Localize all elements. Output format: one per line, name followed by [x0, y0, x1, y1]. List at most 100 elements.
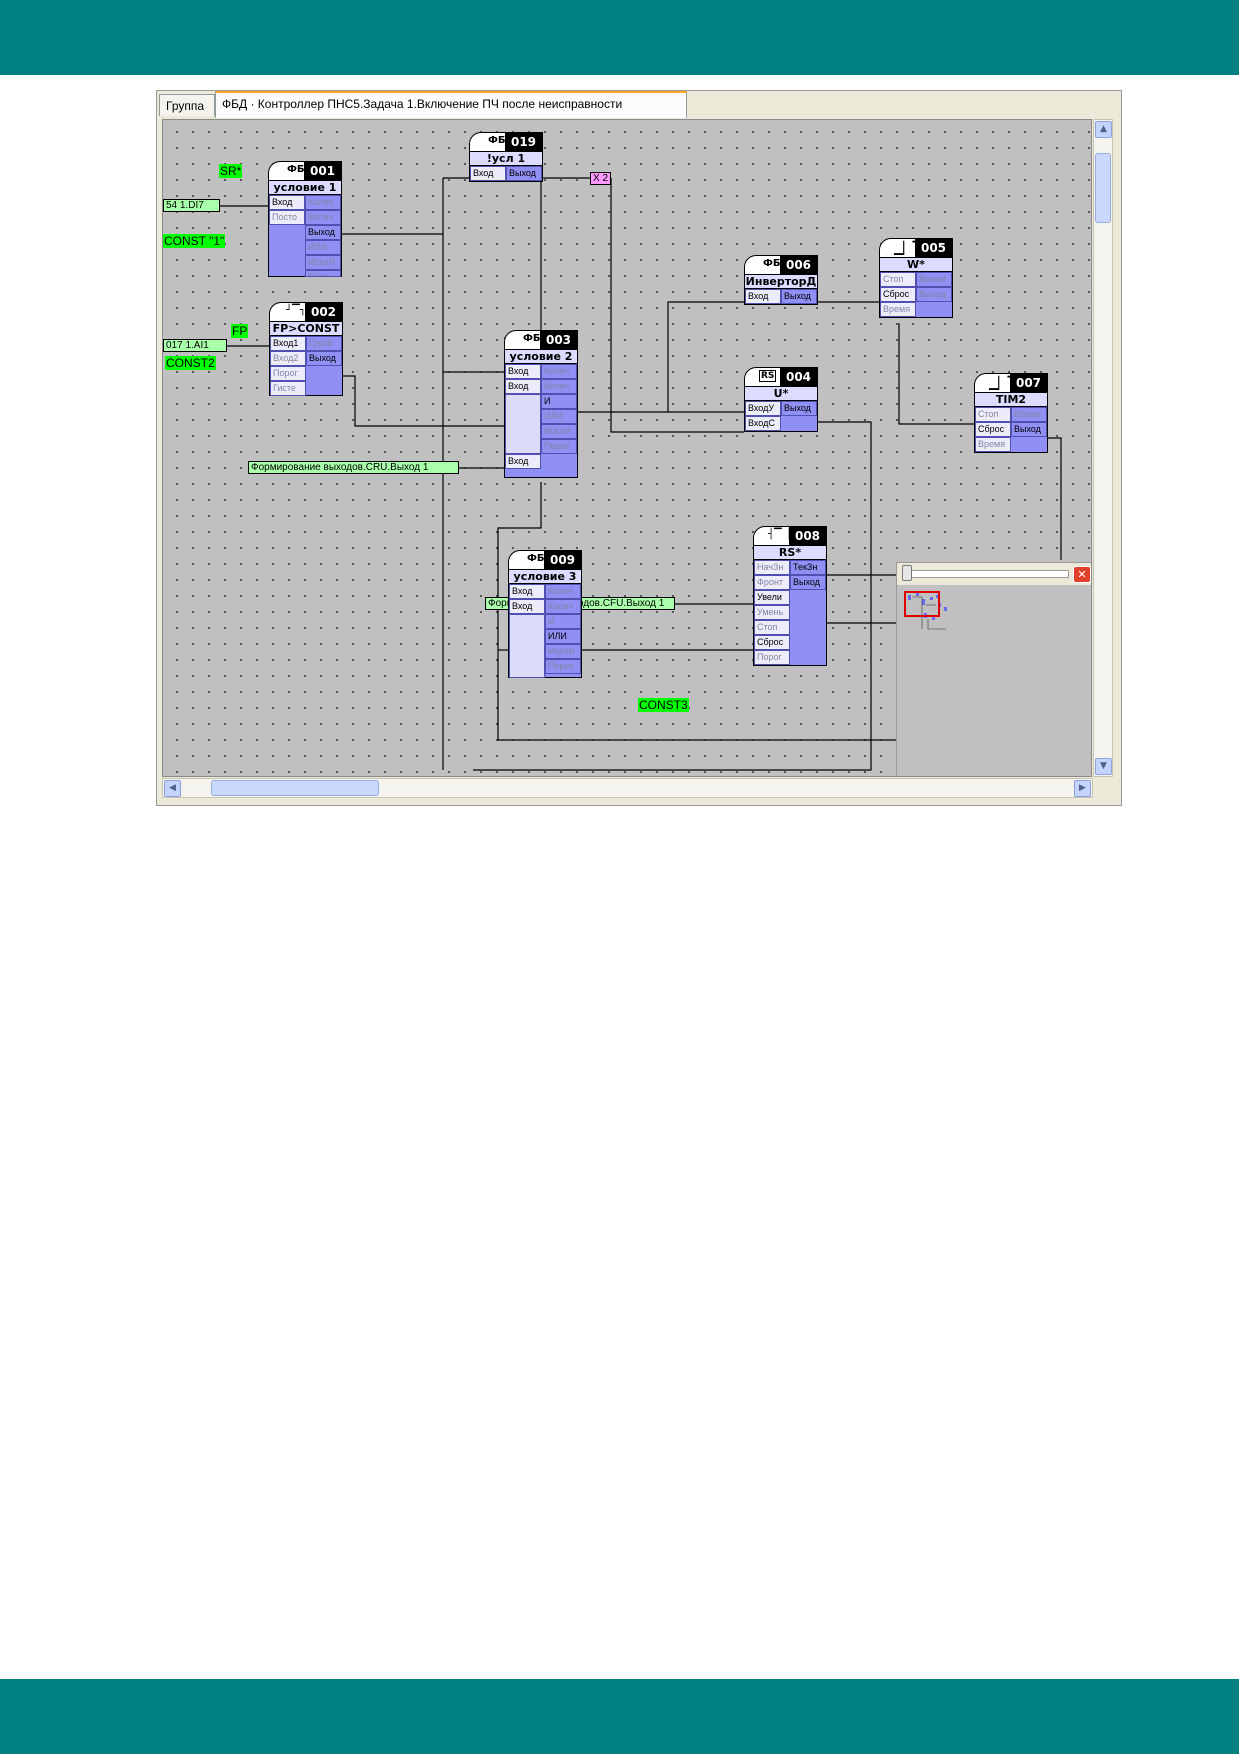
- pin-output[interactable]: Выход: [790, 575, 826, 590]
- tab-group[interactable]: Группа: [159, 94, 215, 116]
- pin-output[interactable]: Колич: [305, 195, 341, 210]
- pin-input[interactable]: Стоп: [975, 407, 1011, 422]
- port-cru-output[interactable]: Формирование выходов.CRU.Выход 1: [248, 461, 459, 474]
- pin-input[interactable]: ВходС: [745, 416, 781, 431]
- block-007[interactable]: ▁▏▔▏007 TIM2 Стоп Сброс Время Время Выхо…: [974, 373, 1048, 455]
- scroll-right-icon[interactable]: ▶: [1074, 780, 1091, 797]
- block-number: 005: [915, 239, 952, 258]
- block-name: условие 3: [508, 569, 582, 584]
- pin-input[interactable]: Сброс: [754, 635, 790, 650]
- scroll-up-icon[interactable]: ▲: [1095, 121, 1112, 138]
- horizontal-scroll-thumb[interactable]: [211, 780, 379, 796]
- horizontal-scrollbar[interactable]: ◀ ▶: [162, 778, 1093, 798]
- pin-output[interactable]: Выход: [781, 401, 817, 416]
- port-x2[interactable]: X 2: [590, 172, 611, 185]
- label-fp: FP: [231, 324, 249, 338]
- pin-input[interactable]: Вход: [269, 195, 305, 210]
- pin-output[interactable]: И: [545, 614, 581, 629]
- pin-output[interactable]: Колич: [305, 210, 341, 225]
- pin-output[interactable]: Колич: [541, 364, 577, 379]
- block-name: условие 1: [268, 180, 342, 195]
- pin-input[interactable]: Вход: [505, 379, 541, 394]
- pin-input[interactable]: Время: [880, 302, 916, 317]
- pin-output[interactable]: ТекЗн: [790, 560, 826, 575]
- overview-toolbar: ✕: [897, 563, 1091, 585]
- scroll-down-icon[interactable]: ▼: [1095, 758, 1112, 775]
- pin-output[interactable]: Перек: [305, 270, 341, 277]
- port-di7[interactable]: 54 1.DI7: [163, 199, 220, 212]
- vertical-scroll-thumb[interactable]: [1095, 153, 1111, 223]
- pin-input[interactable]: Стоп: [880, 272, 916, 287]
- pin-output[interactable]: Колич: [545, 584, 581, 599]
- pin-input[interactable]: Стоп: [754, 620, 790, 635]
- rs-trigger-icon: ┤▔▕: [768, 529, 790, 540]
- pin-input[interactable]: Вход2: [270, 351, 306, 366]
- block-002[interactable]: ┘▔┐002 FP>CONST Вход1 Вход2 Порог Гисте …: [269, 302, 343, 396]
- pin-output[interactable]: ИсклИ: [541, 424, 577, 439]
- pin-input[interactable]: Посто: [269, 210, 305, 225]
- pin-input[interactable]: Увели: [754, 590, 790, 605]
- pin-input[interactable]: Порог: [270, 366, 306, 381]
- zoom-slider-track[interactable]: [907, 570, 1069, 578]
- pin-output[interactable]: Перек: [545, 659, 581, 674]
- pin-input[interactable]: Вход: [509, 599, 545, 614]
- label-sr: SR*: [219, 164, 243, 178]
- pin-input[interactable]: НачЗн: [754, 560, 790, 575]
- pin-output[interactable]: Выход: [306, 351, 342, 366]
- port-ai1[interactable]: 017 1.AI1: [163, 339, 227, 352]
- pin-input[interactable]: Порог: [754, 650, 790, 665]
- pin-input[interactable]: Сброс: [880, 287, 916, 302]
- pin-output[interactable]: Время: [916, 272, 952, 287]
- pin-output[interactable]: Колич: [545, 599, 581, 614]
- pin-input[interactable]: Вход: [505, 454, 541, 469]
- pin-input[interactable]: Вход: [505, 364, 541, 379]
- pin-output[interactable]: ИЛИ: [545, 629, 581, 644]
- pin-output[interactable]: ИЛИ: [305, 240, 341, 255]
- pin-input[interactable]: Умень: [754, 605, 790, 620]
- tab-fbd-diagram[interactable]: ФБД · Контроллер ПНС5.Задача 1.Включение…: [215, 91, 687, 118]
- pin-output[interactable]: Выход: [1011, 422, 1047, 437]
- pin-output[interactable]: Колич: [541, 379, 577, 394]
- pin-input[interactable]: Гисте: [270, 381, 306, 396]
- pin-output[interactable]: Выход: [781, 289, 817, 304]
- zoom-slider-handle[interactable]: [902, 565, 912, 581]
- pin-input[interactable]: Время: [975, 437, 1011, 452]
- block-005[interactable]: ▁▏▔▏005 W* Стоп Сброс Время Время Выход: [879, 238, 953, 320]
- pin-output[interactable]: Время: [1011, 407, 1047, 422]
- block-number: 008: [789, 527, 826, 546]
- pin-output[interactable]: Выход: [916, 287, 952, 302]
- wire-x2-to-004: [610, 178, 744, 433]
- pin-output[interactable]: И: [541, 394, 577, 409]
- pin-output[interactable]: ИсклИ: [545, 644, 581, 659]
- pin-output[interactable]: ГрупВ: [306, 336, 342, 351]
- close-icon[interactable]: ✕: [1073, 566, 1091, 583]
- pin-input[interactable]: Вход: [509, 584, 545, 599]
- pin-output[interactable]: ИсклИ: [305, 255, 341, 270]
- pin-output[interactable]: Выход: [305, 225, 341, 240]
- pin-input[interactable]: Сброс: [975, 422, 1011, 437]
- pin-output[interactable]: ИЛИ: [541, 409, 577, 424]
- pin-input[interactable]: Вход1: [270, 336, 306, 351]
- block-name: U*: [744, 386, 818, 401]
- overview-panel: ✕: [896, 562, 1091, 776]
- pin-input[interactable]: Фронт: [754, 575, 790, 590]
- block-name: W*: [879, 257, 953, 272]
- pin-spacer: [509, 614, 545, 678]
- pin-input[interactable]: Вход: [470, 166, 506, 181]
- pin-output[interactable]: Выход: [506, 166, 542, 181]
- fbd-canvas[interactable]: SR* CONST "1" FP CONST2 CONST3 54 1.DI7 …: [162, 119, 1092, 777]
- vertical-scrollbar[interactable]: ▲ ▼: [1093, 119, 1113, 777]
- wire-002-to-003: [334, 375, 504, 427]
- pin-input[interactable]: ВходУ: [745, 401, 781, 416]
- overview-viewport-frame[interactable]: [904, 591, 940, 617]
- block-008[interactable]: ┤▔▕008 RS* НачЗн Фронт Увели Умень Стоп …: [753, 526, 827, 684]
- pin-input[interactable]: Вход: [745, 289, 781, 304]
- scroll-left-icon[interactable]: ◀: [164, 780, 181, 797]
- pin-output[interactable]: Перек: [541, 439, 577, 454]
